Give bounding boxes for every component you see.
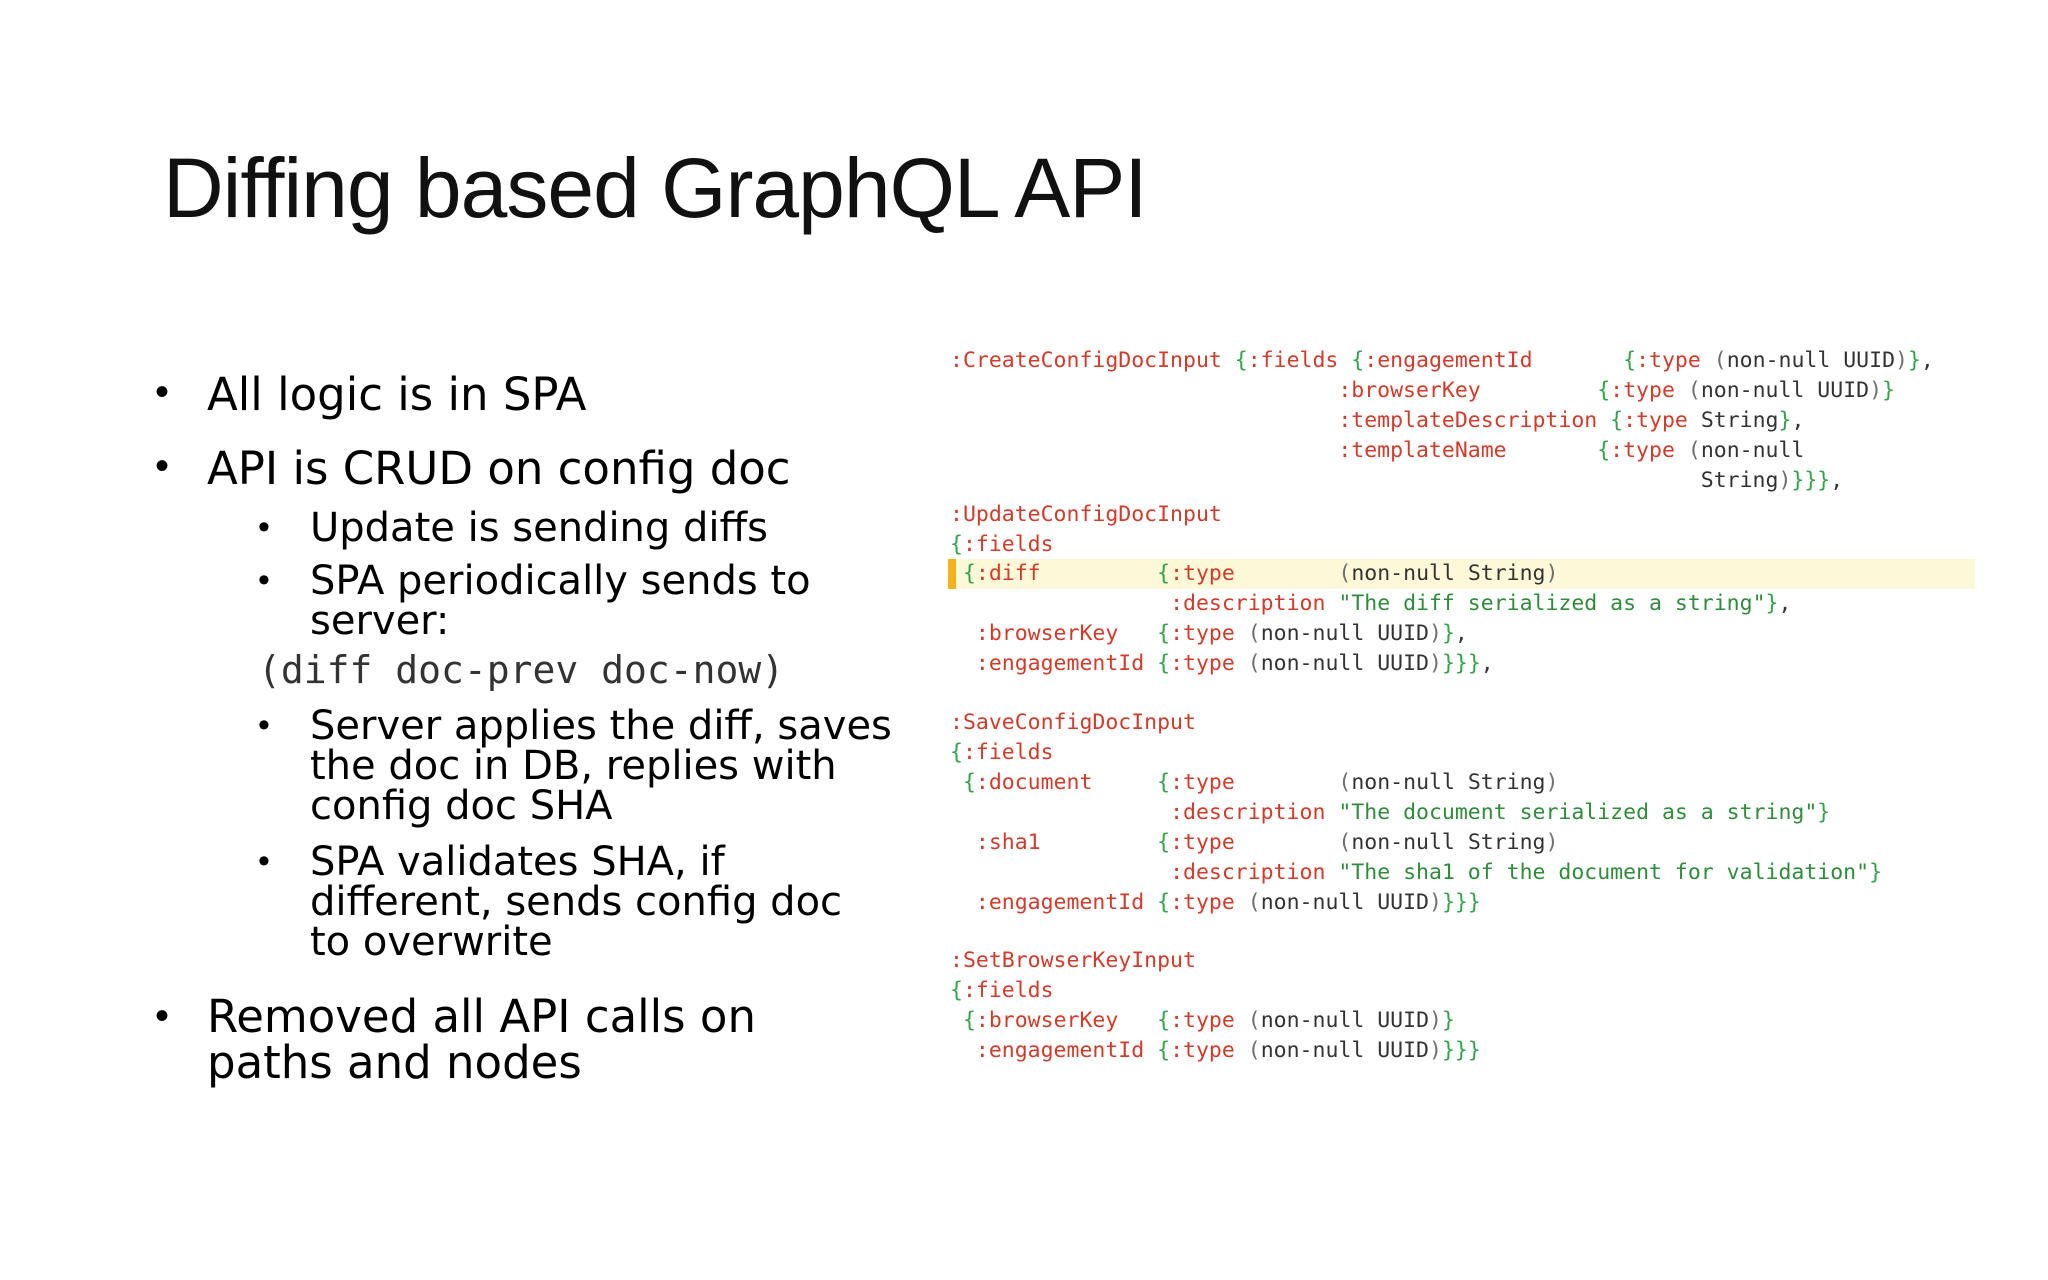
sub-bullet-validate-line1: SPA validates SHA, if — [310, 839, 725, 885]
code-line-9: :description "The diff serialized as a s… — [1170, 591, 1792, 616]
code-line-13: {:fields — [950, 740, 1054, 765]
code-line-3: :templateDescription {:type String}, — [1338, 408, 1805, 433]
code-line-16: :sha1 {:type (non-null String) — [975, 830, 1559, 855]
code-screenshot: :CreateConfigDocInput {:fields {:engagem… — [948, 346, 1980, 1076]
code-line-22: :engagementId {:type (non-null UUID)}}} — [975, 1038, 1481, 1063]
code-line-7: {:fields — [950, 532, 1054, 557]
code-line-14: {:document {:type (non-null String) — [962, 770, 1559, 795]
code-line-5: String)}}}, — [1700, 468, 1844, 493]
bullet-dot: • — [155, 994, 170, 1038]
bullet-removed-line1: Removed all API calls on — [207, 990, 756, 1043]
code-line-4: :templateName {:type (non-null — [1338, 438, 1805, 463]
sub-bullet-dot: • — [258, 508, 270, 546]
code-line-21: {:browserKey {:type (non-null UUID)} — [962, 1008, 1455, 1033]
sub-bullet-server-line2: the doc in DB, replies with — [310, 743, 837, 789]
sub-bullet-update: Update is sending diffs — [310, 505, 768, 551]
sub-bullet-server-line1: Server applies the diff, saves — [310, 703, 892, 749]
code-line-12: :SaveConfigDocInput — [950, 710, 1196, 735]
sub-bullet-periodic-line1: SPA periodically sends to — [310, 558, 811, 604]
highlighted-line-band — [950, 559, 1975, 589]
code-line-1: :CreateConfigDocInput {:fields {:engagem… — [950, 348, 1934, 373]
code-line-19: :SetBrowserKeyInput — [950, 948, 1196, 973]
bullet-all-logic: All logic is in SPA — [207, 368, 587, 421]
sub-bullet-dot: • — [258, 561, 270, 599]
bullet-removed-line2: paths and nodes — [207, 1036, 582, 1089]
sub-bullet-validate-line2: different, sends config doc — [310, 879, 843, 925]
slide-title: Diffing based GraphQL API — [163, 141, 1148, 235]
sub-bullet-periodic-line2: server: — [310, 598, 450, 644]
code-line-10: :browserKey {:type (non-null UUID)}, — [975, 621, 1468, 646]
code-line-8: {:diff {:type (non-null String) — [962, 561, 1559, 586]
sub-bullet-dot: • — [258, 842, 270, 880]
diff-code-inline: (diff doc-prev doc-now) — [258, 648, 785, 692]
sub-bullet-server-line3: config doc SHA — [310, 783, 613, 829]
sub-bullet-validate-line3: to overwrite — [310, 919, 553, 965]
code-line-17: :description "The sha1 of the document f… — [1170, 860, 1883, 885]
sub-bullet-dot: • — [258, 706, 270, 744]
code-line-6: :UpdateConfigDocInput — [950, 502, 1222, 527]
bullet-dot: • — [155, 444, 170, 488]
code-line-20: {:fields — [950, 978, 1054, 1003]
line-change-marker — [948, 559, 956, 589]
code-line-11: :engagementId {:type (non-null UUID)}}}, — [975, 651, 1494, 676]
bullet-dot: • — [155, 370, 170, 414]
code-line-2: :browserKey {:type (non-null UUID)} — [1338, 378, 1895, 403]
code-line-18: :engagementId {:type (non-null UUID)}}} — [975, 890, 1481, 915]
code-line-15: :description "The document serialized as… — [1170, 800, 1831, 825]
bullet-api-crud: API is CRUD on config doc — [207, 442, 791, 495]
